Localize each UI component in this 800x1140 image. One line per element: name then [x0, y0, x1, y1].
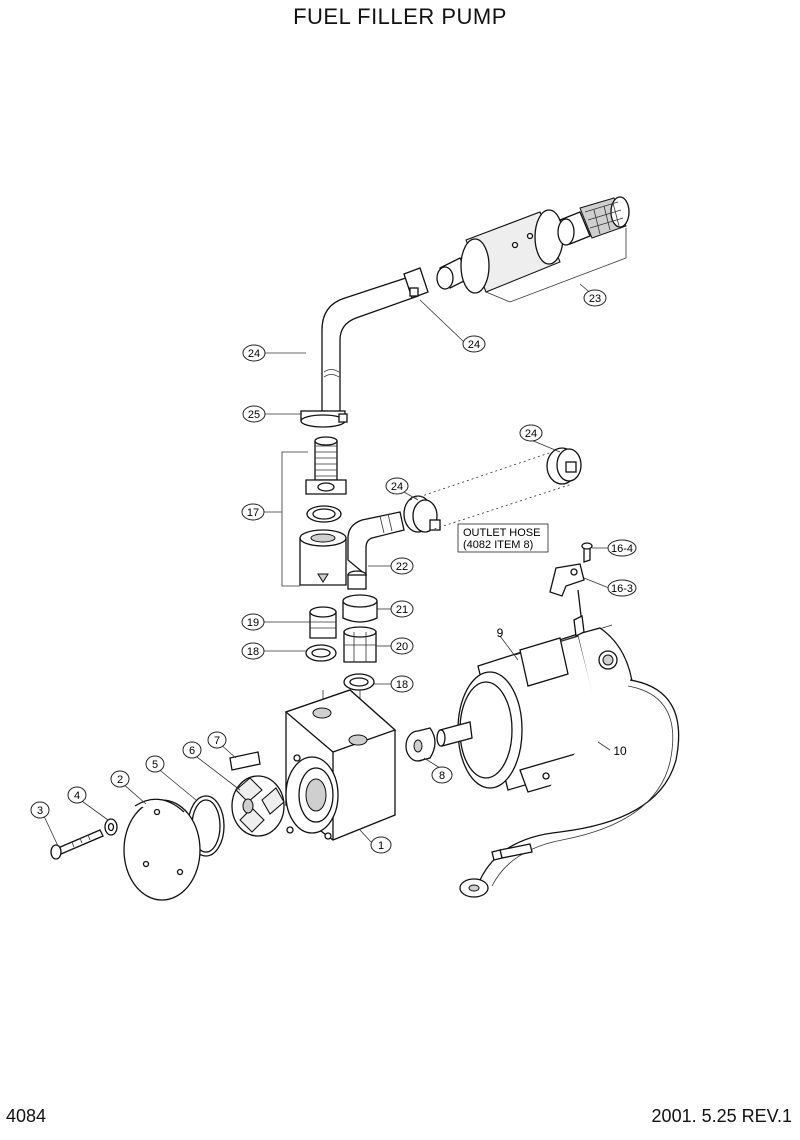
callout-label: 8 [439, 770, 445, 782]
check-valve-assembly [281, 436, 347, 587]
callout-24: 24 [519, 424, 543, 442]
inlet-filter-assembly [436, 196, 630, 303]
callout-label: 24 [525, 428, 537, 440]
pump-body [284, 689, 397, 841]
callout-label: 24 [391, 481, 403, 493]
callout-label: 19 [247, 617, 259, 629]
callout-18: 18 [241, 642, 265, 660]
callout-label: 24 [468, 339, 480, 351]
callout-24: 24 [462, 335, 486, 353]
callout-22: 22 [390, 557, 414, 575]
callout-24: 25 [242, 405, 266, 423]
callout-label: 23 [589, 293, 601, 305]
callout-label: 24 [248, 348, 260, 360]
callout-16-3: 16-3 [607, 579, 637, 597]
callout-label: 3 [37, 805, 43, 817]
callout-4: 4 [67, 786, 87, 804]
callout-label: 25 [248, 409, 260, 421]
callout-23: 23 [583, 289, 607, 307]
impeller-parts [50, 751, 285, 901]
outlet-hose-note: OUTLET HOSE (4082 ITEM 8) [457, 523, 549, 553]
callout-1: 1 [370, 836, 392, 854]
suction-hose [300, 267, 429, 428]
callout-label: 21 [396, 604, 408, 616]
callout-label: 1 [378, 840, 384, 852]
callout-21: 21 [390, 600, 414, 618]
callout-16-4: 16-4 [607, 539, 637, 557]
callout-24: 24 [385, 477, 409, 495]
callout-label: 10 [613, 744, 627, 758]
revision-date: 2001. 5.25 REV.1 [651, 1106, 792, 1126]
callout-2: 2 [110, 770, 130, 788]
callout-6: 6 [182, 741, 202, 759]
coupling [405, 727, 436, 762]
callout-17: 17 [241, 503, 265, 521]
callout-label: 16-3 [611, 583, 633, 595]
electric-motor [436, 542, 680, 898]
callout-label: 6 [189, 745, 195, 757]
page-title: FUEL FILLER PUMP [293, 4, 507, 29]
callout-label: 22 [396, 561, 408, 573]
callout-label: 18 [247, 646, 259, 658]
callout-20: 20 [390, 637, 414, 655]
callout-3: 3 [30, 801, 50, 819]
leader-lines [42, 299, 611, 847]
note-line-2: (4082 ITEM 8) [463, 539, 533, 551]
callout-19: 19 [241, 613, 265, 631]
callout-label: 16-4 [611, 543, 633, 555]
callout-label: 4 [74, 790, 80, 802]
callout-label: 18 [396, 679, 408, 691]
callout-label: 5 [152, 759, 158, 771]
callout-10: 10 [613, 744, 627, 758]
callout-label: 2 [117, 774, 123, 786]
callout-label: 20 [396, 641, 408, 653]
callout-label: 7 [214, 735, 220, 747]
callout-8: 8 [431, 766, 453, 784]
callout-7: 7 [207, 731, 227, 749]
fittings [305, 594, 378, 705]
callout-5: 5 [145, 755, 165, 773]
elbow-fitting [347, 447, 582, 590]
callout-label: 9 [497, 626, 504, 640]
callout-label: 17 [247, 507, 259, 519]
callout-25: 24 [242, 344, 266, 362]
callout-9: 9 [497, 626, 504, 640]
callout-18: 18 [390, 675, 414, 693]
page-number: 4084 [6, 1106, 47, 1126]
note-line-1: OUTLET HOSE [463, 527, 540, 539]
